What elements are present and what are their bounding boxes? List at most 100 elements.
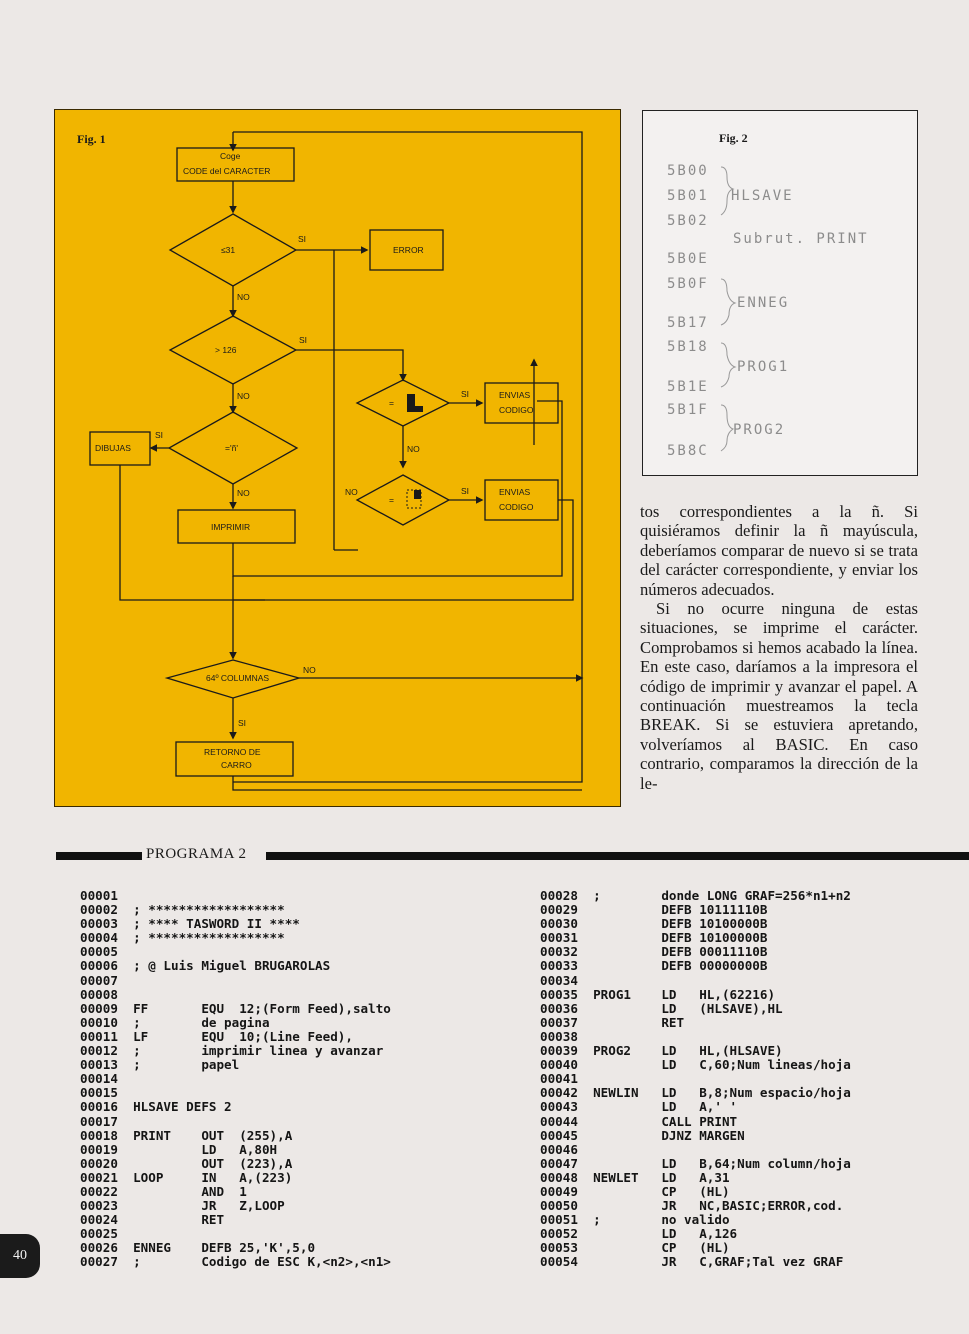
code-line: 00024 RET: [80, 1212, 225, 1228]
box-retorno-line1: RETORNO DE: [204, 747, 261, 757]
no-label: NO: [303, 665, 316, 675]
decision-eq-1: [355, 379, 451, 427]
decision-eq1-label: =: [389, 398, 394, 408]
code-line: 00023 JR Z,LOOP: [80, 1198, 285, 1214]
code-line: 00025: [80, 1226, 118, 1242]
code-line: 00004 ; ******************: [80, 930, 285, 946]
box-envias-1: [484, 382, 559, 424]
code-line: 00050 JR NC,BASIC;ERROR,cod.: [540, 1198, 844, 1214]
yes-label: SI: [155, 430, 163, 440]
annotation-subrut-print: Subrut. PRINT: [733, 231, 869, 247]
yes-label: SI: [298, 234, 306, 244]
mem-address: 5B0E: [667, 251, 709, 267]
code-line: 00016 HLSAVE DEFS 2: [80, 1099, 232, 1115]
section-rule-right: [266, 852, 969, 860]
flow-line-top-loop: [233, 131, 583, 783]
box-error-label: ERROR: [393, 245, 424, 255]
code-line: 00003 ; **** TASWORD II ****: [80, 916, 300, 932]
code-line: 00053 CP (HL): [540, 1240, 730, 1256]
code-line: 00044 CALL PRINT: [540, 1113, 738, 1129]
code-line: 00041: [540, 1071, 578, 1087]
code-line: 00019 LD A,80H: [80, 1141, 278, 1157]
code-line: 00006 ; @ Luis Miguel BRUGAROLAS: [80, 958, 331, 974]
code-line: 00029 DEFB 10111110B: [540, 902, 768, 918]
flowchart-diagram: Coge CODE del CARACTER ERROR ≤31 > 126 =…: [89, 131, 584, 791]
code-line: 00043 LD A,' ': [540, 1099, 738, 1115]
no-label: NO: [407, 444, 420, 454]
code-line: 00010 ; de pagina: [80, 1014, 270, 1030]
decision-enye-label: ='ñ': [225, 443, 238, 453]
box-envias1-line1: ENVIAS: [499, 390, 531, 400]
yes-label: SI: [461, 389, 469, 399]
mem-address: 5B0F: [667, 276, 709, 292]
box-envias2-line1: ENVIAS: [499, 487, 531, 497]
code-line: 00009 FF EQU 12;(Form Feed),salto: [80, 1000, 391, 1016]
box-get-char: [176, 147, 295, 182]
box-imprimir-label: IMPRIMIR: [211, 522, 250, 532]
code-line: 00014: [80, 1071, 118, 1087]
code-line: 00018 PRINT OUT (255),A: [80, 1127, 293, 1143]
code-line: 00032 DEFB 00011110B: [540, 944, 768, 960]
no-label: NO: [237, 488, 250, 498]
code-line: 00052 LD A,126: [540, 1226, 738, 1242]
mem-address: 5B01: [667, 188, 709, 204]
code-line: 00002 ; ******************: [80, 902, 285, 918]
code-line: 00028 ; donde LONG GRAF=256*n1+n2: [540, 888, 851, 903]
code-line: 00039 PROG2 LD HL,(HLSAVE): [540, 1043, 783, 1059]
code-line: 00031 DEFB 10100000B: [540, 930, 768, 946]
paragraph: tos correspondientes a la ñ. Si quisiéra…: [640, 502, 918, 599]
box-error: [369, 229, 444, 271]
code-line: 00030 DEFB 10100000B: [540, 916, 768, 932]
code-line: 00051 ; no valido: [540, 1212, 730, 1228]
figure-1-flowchart: Coge CODE del CARACTER ERROR ≤31 > 126 =…: [54, 109, 621, 807]
annotation-enneg: ENNEG: [737, 295, 790, 311]
paragraph: Si no ocurre ninguna de estas situacione…: [640, 599, 918, 793]
no-label: NO: [345, 487, 358, 497]
code-line: 00012 ; imprimir linea y avanzar: [80, 1043, 384, 1059]
mem-address: 5B17: [667, 315, 709, 331]
decision-eq2-label: =: [389, 495, 394, 505]
decision-gt126-label: > 126: [215, 345, 237, 355]
code-line: 00026 ENNEG DEFB 25,'K',5,0: [80, 1240, 316, 1256]
section-rule-left: [56, 852, 142, 860]
code-line: 00047 LD B,64;Num column/hoja: [540, 1155, 851, 1171]
code-line: 00042 NEWLIN LD B,8;Num espacio/hoja: [540, 1085, 851, 1101]
box-dibujas-label: DIBUJAS: [95, 443, 131, 453]
no-label: NO: [237, 391, 250, 401]
code-line: 00034: [540, 972, 578, 988]
box-retorno: [175, 741, 294, 777]
code-line: 00040 LD C,60;Num lineas/hoja: [540, 1057, 851, 1073]
box-imprimir: [177, 509, 296, 544]
box-envias2-line2: CODIGO: [499, 502, 534, 512]
figure-2-label: Fig. 2: [719, 131, 748, 145]
code-line: 00037 RET: [540, 1014, 685, 1030]
code-line: 00036 LD (HLSAVE),HL: [540, 1000, 783, 1016]
code-line: 00011 LF EQU 10;(Line Feed),: [80, 1028, 353, 1044]
code-line: 00021 LOOP IN A,(223): [80, 1169, 293, 1185]
code-line: 00049 CP (HL): [540, 1183, 730, 1199]
code-line: 00001: [80, 888, 118, 903]
decision-le31-label: ≤31: [221, 245, 235, 255]
brace-lines: [720, 166, 737, 452]
code-line: 00054 JR C,GRAF;Tal vez GRAF: [540, 1254, 844, 1270]
code-line: 00048 NEWLET LD A,31: [540, 1169, 730, 1185]
mem-address: 5B00: [667, 163, 709, 179]
yes-label: SI: [238, 718, 246, 728]
code-line: 00033 DEFB 00000000B: [540, 958, 768, 974]
code-line: 00013 ; papel: [80, 1057, 240, 1073]
code-line: 00027 ; Codigo de ESC K,<n2>,<n1>: [80, 1254, 391, 1270]
code-line: 00046: [540, 1141, 578, 1157]
box-retorno-line2: CARRO: [221, 760, 252, 770]
code-line: 00045 DJNZ MARGEN: [540, 1127, 745, 1143]
page-number-badge: 40: [0, 1234, 40, 1278]
mem-address: 5B02: [667, 213, 709, 229]
box-get-char-line2: CODE del CARACTER: [183, 166, 270, 176]
code-line: 00007: [80, 972, 118, 988]
figure-1-label: Fig. 1: [77, 132, 106, 146]
program-title: PROGRAMA 2: [146, 846, 247, 862]
code-line: 00020 OUT (223),A: [80, 1155, 293, 1171]
annotation-prog1: PROG1: [737, 359, 790, 375]
code-line: 00035 PROG1 LD HL,(62216): [540, 986, 776, 1002]
code-line: 00038: [540, 1028, 578, 1044]
yes-label: SI: [461, 486, 469, 496]
